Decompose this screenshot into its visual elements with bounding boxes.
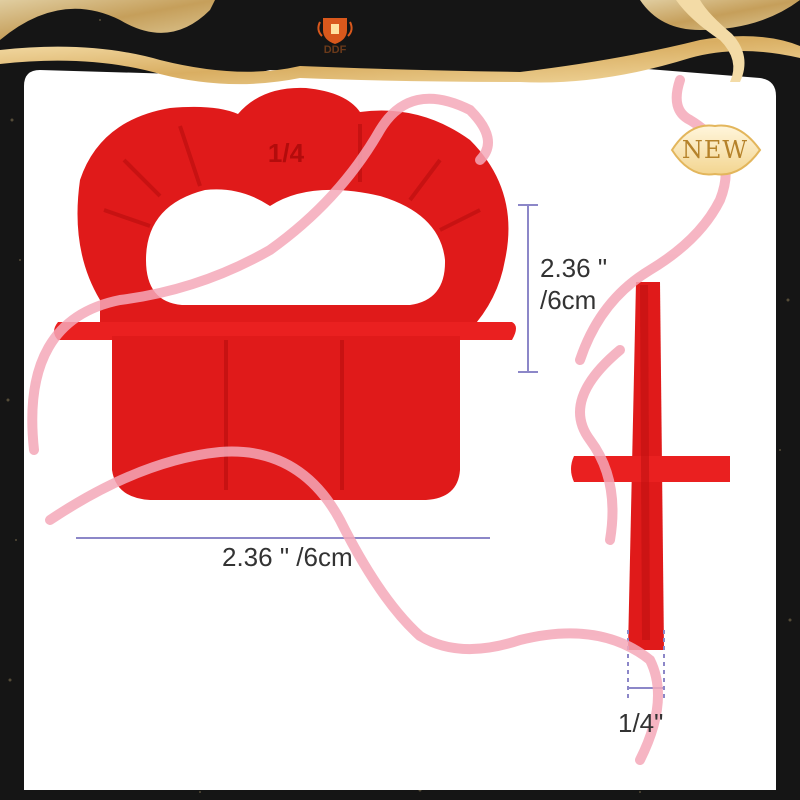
width-dimension-label: 2.36 " /6cm — [222, 542, 353, 572]
brand-logo-text: DDF — [323, 44, 347, 56]
thickness-dimension-label: 1/4" — [618, 708, 664, 738]
new-badge: NEW — [681, 136, 749, 164]
spacer-flange — [54, 322, 516, 340]
height-dimension-label: 2.36 " /6cm — [540, 253, 608, 315]
gold-ribbon-left — [0, 0, 215, 40]
new-badge-shape — [670, 124, 762, 176]
glitter-texture — [6, 19, 792, 793]
ribbon-overlay — [27, 75, 731, 765]
shield-crest-icon — [317, 18, 353, 44]
gold-ribbon-curl — [676, 0, 745, 82]
side-flange — [571, 456, 730, 482]
spacer-base — [112, 336, 460, 500]
gold-ribbon-right — [640, 0, 800, 30]
spacer-face-marking: 1/4 — [268, 138, 305, 168]
gold-frame-bar — [0, 36, 800, 85]
